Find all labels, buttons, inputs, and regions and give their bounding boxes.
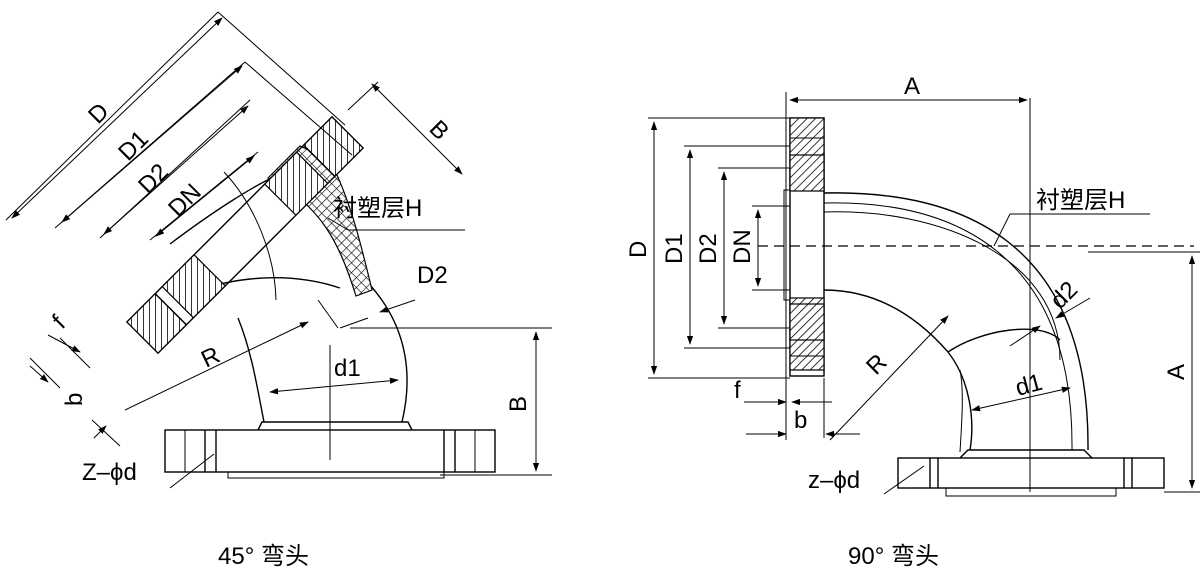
dimension-arrows-45 bbox=[11, 17, 540, 489]
label-R-90: R bbox=[861, 349, 892, 380]
leader-lining-tip-90 bbox=[993, 213, 1011, 247]
dim-d1-45 bbox=[269, 377, 399, 395]
dim-f-45 bbox=[47, 334, 81, 353]
label-b-45: b bbox=[61, 393, 88, 406]
leader-D2-right-45 bbox=[379, 299, 416, 313]
dim-B-top-45 bbox=[371, 83, 463, 175]
label-D2-right-45: D2 bbox=[417, 262, 448, 289]
label-DN-90: DN bbox=[729, 229, 756, 264]
extension-lines-90 bbox=[648, 92, 1200, 493]
label-D1-45: D1 bbox=[113, 125, 154, 166]
dim-DN-45 bbox=[155, 155, 255, 237]
label-d1-45: d1 bbox=[334, 355, 361, 382]
label-D2-45: D2 bbox=[133, 158, 174, 199]
label-holes-90: z–ϕd bbox=[808, 467, 860, 494]
left-flange-90 bbox=[783, 117, 825, 377]
label-A-right-90: A bbox=[1163, 364, 1190, 380]
angled-flange-45 bbox=[125, 115, 365, 355]
label-b-90: b bbox=[794, 407, 807, 434]
dim-d1-90 bbox=[971, 386, 1071, 412]
leader-lining-tip-45 bbox=[327, 217, 349, 231]
label-f-45: f bbox=[47, 310, 71, 334]
label-f-90: f bbox=[734, 377, 741, 404]
caption-90: 90° 弯头 bbox=[848, 543, 939, 570]
dim-b-45 bbox=[93, 425, 107, 439]
elbow-45-view: D D1 D2 DN B 衬塑层H D2 f b R d1 B Z–ϕd 45°… bbox=[5, 11, 552, 570]
dimension-arrows-90 bbox=[650, 96, 1196, 495]
dim-R-45 bbox=[124, 321, 309, 411]
label-DN-45: DN bbox=[163, 179, 207, 223]
elbow-90-view: A D D1 D2 DN 衬塑层H d2 R d1 A f b z–ϕd 90°… bbox=[625, 73, 1200, 570]
label-D-90: D bbox=[625, 241, 652, 258]
leader-d2-90 bbox=[1055, 297, 1091, 319]
label-D1-90: D1 bbox=[661, 233, 688, 264]
dim-b2-45 bbox=[29, 365, 49, 383]
bottom-flange-90 bbox=[897, 449, 1165, 497]
dim-R-90 bbox=[829, 315, 949, 441]
label-R-45: R bbox=[197, 342, 224, 374]
label-B-right-45: B bbox=[505, 396, 532, 412]
label-lining-45: 衬塑层H bbox=[333, 195, 422, 222]
label-lining-90: 衬塑层H bbox=[1036, 187, 1125, 214]
label-d1-90: d1 bbox=[1013, 369, 1046, 402]
elbow-body-90 bbox=[758, 98, 1194, 492]
label-d2-90: d2 bbox=[1045, 276, 1083, 314]
leader-holes-90 bbox=[883, 465, 925, 495]
leader-d2-inner-90 bbox=[1009, 325, 1041, 347]
caption-45: 45° 弯头 bbox=[218, 543, 309, 570]
label-D2-90: D2 bbox=[695, 233, 722, 264]
labels-90: A D D1 D2 DN 衬塑层H d2 R d1 A f b z–ϕd 90°… bbox=[625, 73, 1190, 570]
leader-D2-end-45 bbox=[339, 317, 369, 329]
label-A-top-90: A bbox=[904, 73, 920, 100]
label-holes-45: Z–ϕd bbox=[82, 459, 137, 486]
leader-holes-45 bbox=[169, 453, 215, 489]
